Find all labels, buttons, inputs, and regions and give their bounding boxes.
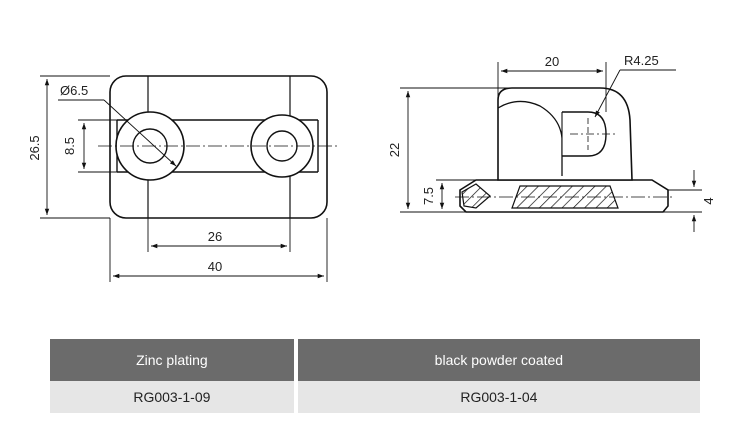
label-hole-dia: Ø6.5 (60, 83, 88, 98)
label-slot-height: 8.5 (62, 137, 77, 155)
side-slot-arc (562, 111, 607, 157)
front-outline (109, 75, 328, 219)
finish-table: Zinc plating black powder coated RG003-1… (50, 339, 700, 413)
label-total-width: 40 (208, 259, 222, 274)
label-hole-spacing: 26 (208, 229, 222, 244)
label-top-width: 20 (545, 54, 559, 69)
table-header-row: Zinc plating black powder coated (50, 339, 700, 381)
label-radius: R4.25 (624, 53, 659, 68)
side-upright-curve (497, 100, 563, 176)
header-zinc-plating: Zinc plating (50, 339, 294, 381)
label-side-height: 22 (387, 143, 402, 157)
side-hatched-left (461, 183, 491, 209)
label-total-height: 26.5 (27, 135, 42, 160)
front-view (98, 75, 338, 219)
label-base-height: 7.5 (421, 187, 436, 205)
value-zinc-code: RG003-1-09 (50, 381, 294, 413)
value-black-code: RG003-1-04 (297, 381, 700, 413)
label-base-thickness: 4 (701, 197, 716, 204)
header-black-powder-coated: black powder coated (297, 339, 700, 381)
front-dimensions (40, 75, 328, 282)
table-row: RG003-1-09 RG003-1-04 (50, 381, 700, 413)
side-dimensions (400, 62, 702, 232)
side-view (459, 87, 669, 213)
